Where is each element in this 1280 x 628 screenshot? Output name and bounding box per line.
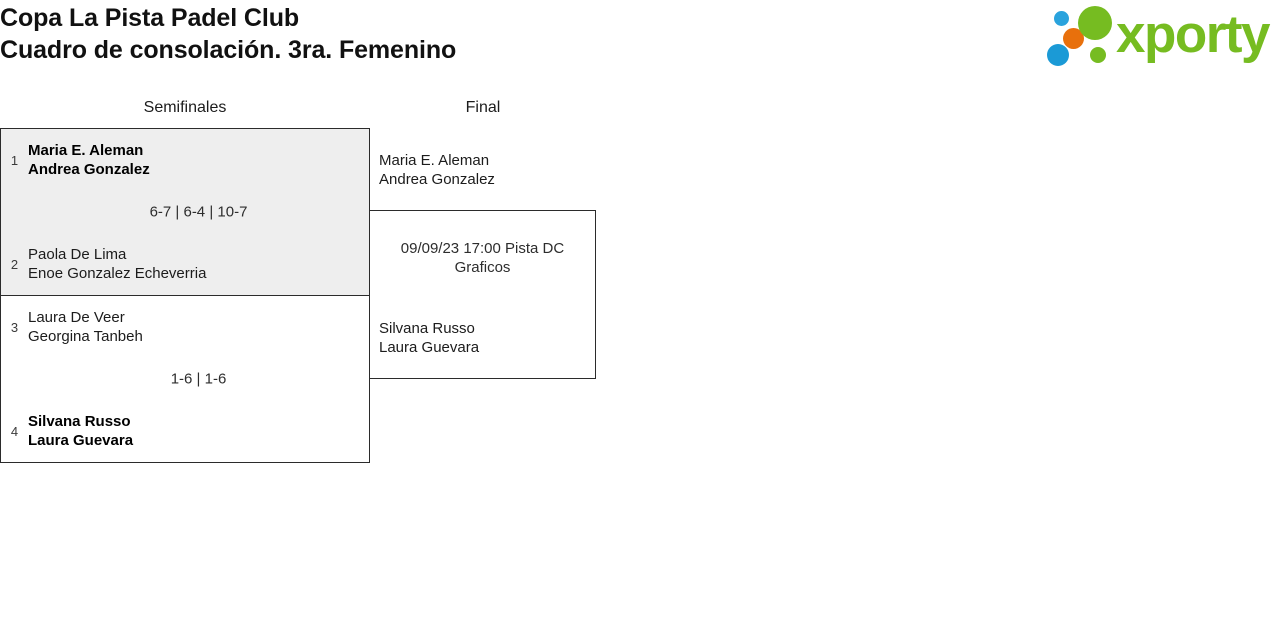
player-name-2: Laura Guevara <box>379 339 480 356</box>
player-name-1: Silvana Russo <box>28 413 131 430</box>
page-title: Copa La Pista Padel Club Cuadro de conso… <box>0 2 456 66</box>
player-name-1: Maria E. Aleman <box>28 142 144 159</box>
tournament-name: Copa La Pista Padel Club <box>0 4 300 32</box>
final-team-bottom: Silvana Russo Laura Guevara <box>379 319 479 357</box>
player-name-1: Silvana Russo <box>379 320 475 337</box>
logo-dot-blue-large-icon <box>1047 44 1069 66</box>
logo-dot-blue-small-icon <box>1054 11 1069 26</box>
player-name-2: Laura Guevara <box>28 432 134 449</box>
team-names: Laura De Veer Georgina Tanbeh <box>28 308 143 346</box>
player-name-2: Andrea Gonzalez <box>28 161 150 178</box>
team-names: Maria E. Aleman Andrea Gonzalez <box>28 141 150 179</box>
seed-number: 1 <box>10 152 19 168</box>
xporty-logo[interactable]: xporty <box>1046 4 1274 66</box>
team-names: Paola De Lima Enoe Gonzalez Echeverria <box>28 245 206 283</box>
player-name-1: Laura De Veer <box>28 309 125 326</box>
round-header-final: Final <box>465 99 501 116</box>
match-final[interactable]: Maria E. Aleman Andrea Gonzalez 09/09/23… <box>369 152 596 379</box>
player-name-1: Paola De Lima <box>28 246 127 263</box>
player-name-2: Andrea Gonzalez <box>379 171 495 188</box>
logo-wordmark: xporty <box>1116 5 1270 64</box>
round-header-semifinals: Semifinales <box>143 99 227 116</box>
team-names: Silvana Russo Laura Guevara <box>28 412 133 450</box>
match-semifinal-2[interactable]: 3 Laura De Veer Georgina Tanbeh 1-6 | 1-… <box>0 295 370 463</box>
seed-number: 4 <box>10 423 19 439</box>
match-score: 1-6 | 1-6 <box>170 370 227 388</box>
player-name-1: Maria E. Aleman <box>379 152 490 169</box>
logo-dot-green-large-icon <box>1078 6 1112 40</box>
match-semifinal-1[interactable]: 1 Maria E. Aleman Andrea Gonzalez 6-7 | … <box>0 128 370 296</box>
match-team-row-bottom[interactable]: 4 Silvana Russo Laura Guevara <box>1 408 369 454</box>
bracket-subtitle: Cuadro de consolación. 3ra. Femenino <box>0 36 457 64</box>
match-team-row-top[interactable]: 1 Maria E. Aleman Andrea Gonzalez <box>1 137 369 183</box>
match-team-row-bottom[interactable]: 2 Paola De Lima Enoe Gonzalez Echeverria <box>1 241 369 287</box>
player-name-2: Enoe Gonzalez Echeverria <box>28 265 207 282</box>
match-score: 6-7 | 6-4 | 10-7 <box>149 203 248 221</box>
seed-number: 3 <box>10 319 19 335</box>
match-team-row-top[interactable]: 3 Laura De Veer Georgina Tanbeh <box>1 304 369 350</box>
player-name-2: Georgina Tanbeh <box>28 328 143 345</box>
page-header: Copa La Pista Padel Club Cuadro de conso… <box>0 0 1280 88</box>
seed-number: 2 <box>10 256 19 272</box>
final-match-schedule: 09/09/23 17:00 Pista DC Graficos <box>400 240 565 276</box>
final-team-top: Maria E. Aleman Andrea Gonzalez <box>379 151 495 189</box>
logo-dot-orange-icon <box>1063 28 1084 49</box>
logo-dot-green-small-icon <box>1090 47 1106 63</box>
